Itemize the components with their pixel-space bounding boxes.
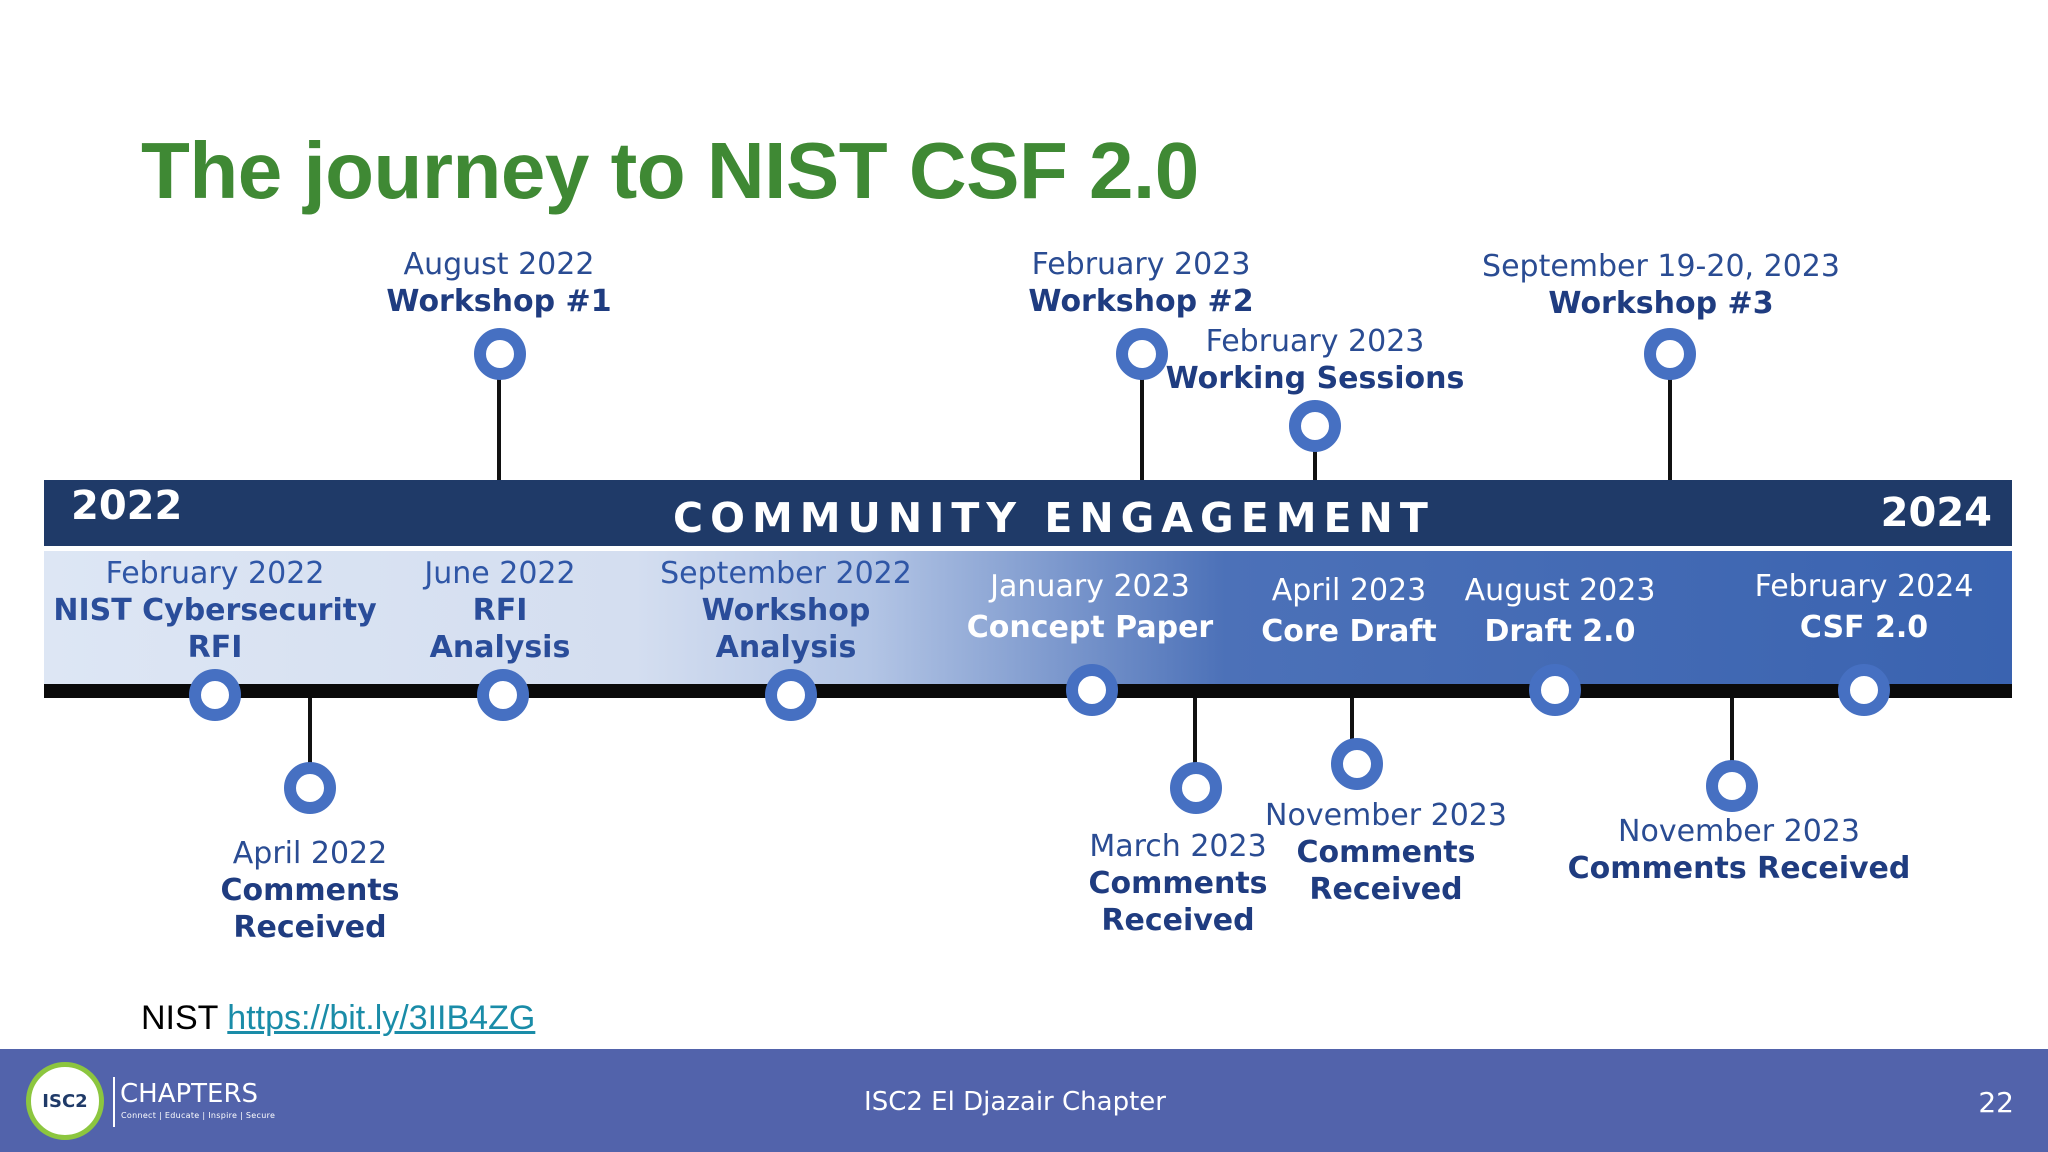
milestone-name: NIST Cybersecurity [53,593,377,628]
milestone-name: Analysis [715,630,857,665]
milestone-name: Workshop #3 [1548,286,1774,321]
milestone-name: CSF 2.0 [1799,610,1929,645]
timeline-axis-line [44,684,2012,698]
milestone-marker [765,669,817,721]
milestone-nist-rfi: February 2022 NIST Cybersecurity RFI [53,555,376,666]
milestone-name: Workshop #2 [1028,284,1254,319]
milestone-date: March 2023 [1089,829,1267,864]
milestone-core-draft: April 2023 Core Draft [1261,570,1437,652]
start-year: 2022 [71,483,183,529]
brand-tagline: Connect | Educate | Inspire | Secure [121,1111,276,1120]
logo-text: ISC2 [42,1090,88,1112]
milestone-marker [1170,762,1222,814]
milestone-marker [189,669,241,721]
milestone-marker [1838,664,1890,716]
milestone-name: Comments [1088,866,1268,901]
milestone-stem [1350,698,1354,764]
milestone-stem [1668,354,1672,480]
milestone-comments-apr-2022: April 2022 Comments Received [220,835,399,946]
milestone-name: Comments Received [1567,851,1911,886]
brand-label: CHAPTERS [120,1079,259,1109]
milestone-date: September 2022 [660,556,912,591]
milestone-name: Analysis [429,630,571,665]
milestone-name: Received [233,910,387,945]
milestone-stem [1193,698,1197,788]
chapter-name: ISC2 El Djazair Chapter [864,1087,1166,1117]
milestone-date: February 2024 [1754,569,1974,604]
milestone-date: June 2022 [424,556,576,591]
milestone-concept-paper: January 2023 Concept Paper [967,566,1213,648]
milestone-name: RFI [472,593,528,628]
milestone-date: January 2023 [990,569,1190,604]
end-year: 2024 [1880,490,1992,536]
milestone-stem [308,698,312,788]
milestone-working-sessions: February 2023 Working Sessions [1166,323,1465,397]
reference-prefix: NIST [141,999,218,1037]
page-number: 22 [1978,1086,2014,1119]
milestone-marker [1289,400,1341,452]
milestone-workshop-1: August 2022 Workshop #1 [386,246,611,320]
milestone-date: September 19-20, 2023 [1482,249,1840,284]
milestone-date: November 2023 [1265,798,1507,833]
milestone-name: Draft 2.0 [1484,614,1636,649]
milestone-marker [284,762,336,814]
milestone-stem [1140,354,1144,480]
milestone-name: Received [1309,872,1463,907]
milestone-marker [1706,760,1758,812]
milestone-stem [1730,698,1734,786]
milestone-name: RFI [187,630,243,665]
milestone-marker [1529,664,1581,716]
milestone-workshop-analysis: September 2022 Workshop Analysis [660,555,912,666]
milestone-marker [1331,738,1383,790]
milestone-csf-2-0: February 2024 CSF 2.0 [1755,566,1974,648]
milestone-name: Comments [220,873,400,908]
milestone-comments-nov-2023-a: November 2023 Comments Received [1265,797,1507,908]
slide-title: The journey to NIST CSF 2.0 [141,126,1199,215]
milestone-marker [477,669,529,721]
milestone-draft-2-0: August 2023 Draft 2.0 [1465,570,1656,652]
band-label: COMMUNITY ENGAGEMENT [673,494,1435,542]
milestone-date: August 2022 [403,247,595,282]
milestone-date: November 2023 [1618,814,1860,849]
milestone-date: April 2023 [1271,573,1427,608]
milestone-date: February 2023 [1205,324,1425,359]
milestone-date: February 2023 [1031,247,1251,282]
milestone-name: Concept Paper [966,610,1214,645]
milestone-name: Workshop #1 [386,284,612,319]
footer-bar: ISC2 CHAPTERS Connect | Educate | Inspir… [0,1049,2048,1152]
milestone-name: Workshop [701,593,871,628]
isc2-logo-icon: ISC2 [26,1062,104,1140]
milestone-marker [1116,328,1168,380]
milestone-date: February 2022 [105,556,325,591]
logo-divider [113,1077,115,1127]
milestone-stem [1313,426,1317,480]
milestone-comments-mar-2023: March 2023 Comments Received [1088,828,1267,939]
milestone-name: Working Sessions [1165,361,1465,396]
timeline-band-header [44,480,2012,546]
reference-line: NIST https://bit.ly/3IIB4ZG [141,999,535,1038]
timeline-band-gradient [44,551,2012,684]
reference-link[interactable]: https://bit.ly/3IIB4ZG [227,999,536,1037]
milestone-marker [1066,664,1118,716]
milestone-workshop-3: September 19-20, 2023 Workshop #3 [1482,248,1840,322]
milestone-name: Core Draft [1261,614,1437,649]
milestone-marker [474,328,526,380]
milestone-workshop-2: February 2023 Workshop #2 [1028,246,1253,320]
milestone-marker [1644,328,1696,380]
milestone-name: Comments [1296,835,1476,870]
milestone-rfi-analysis: June 2022 RFI Analysis [424,555,575,666]
milestone-comments-nov-2023-b: November 2023 Comments Received [1568,813,1911,887]
milestone-stem [497,354,501,480]
milestone-date: August 2023 [1464,573,1656,608]
milestone-name: Received [1101,903,1255,938]
milestone-date: April 2022 [232,836,388,871]
